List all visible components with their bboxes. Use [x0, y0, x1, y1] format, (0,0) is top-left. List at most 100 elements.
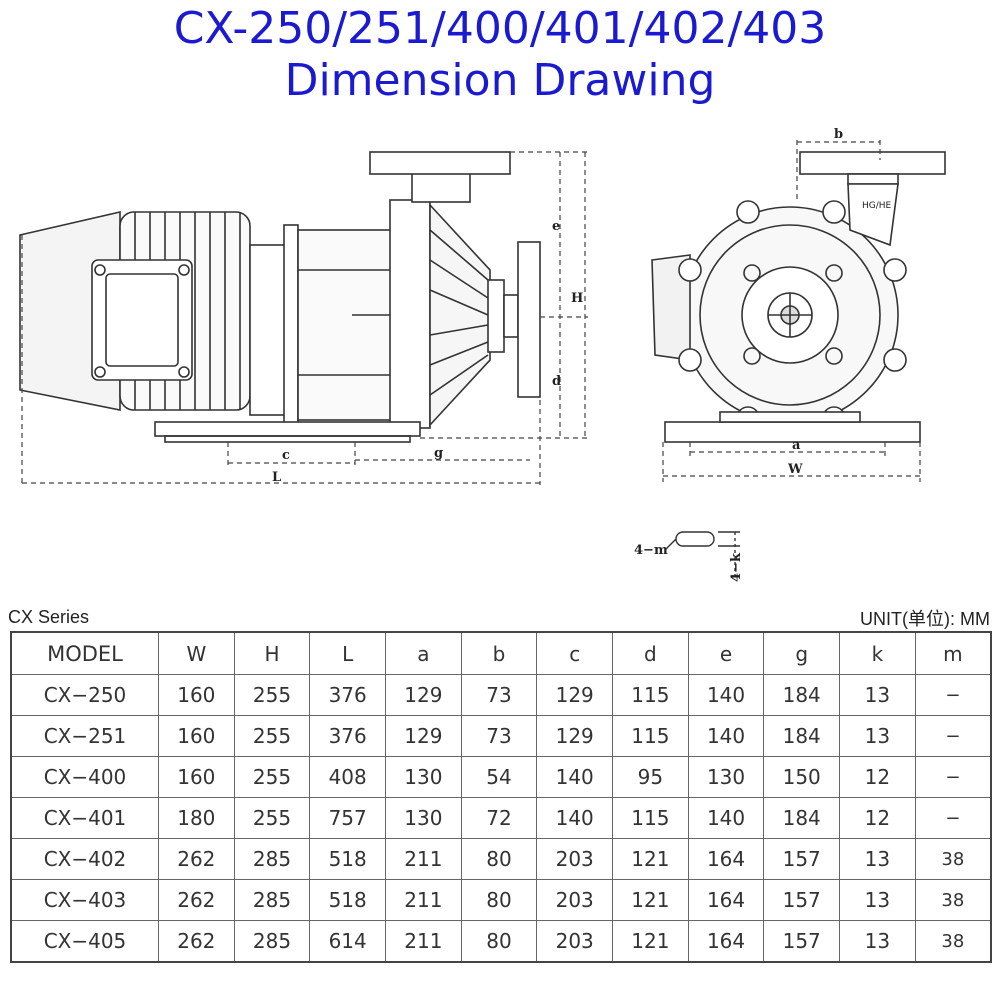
cell-c: 129 — [536, 715, 614, 757]
cell-h: 285 — [233, 920, 311, 963]
cell-a: 211 — [385, 920, 462, 963]
cell-g: 157 — [763, 879, 841, 921]
cell-d: 95 — [612, 756, 689, 798]
cell-model: CX−405 — [10, 920, 159, 963]
side-dimension-lines — [21, 151, 590, 485]
cell-model: CX−401 — [10, 797, 159, 839]
cell-e: 140 — [687, 715, 765, 757]
table-header-row: MODEL W H L a b c d e g k m — [10, 631, 992, 675]
cell-e: 140 — [687, 797, 765, 839]
cell-l: 614 — [309, 920, 387, 963]
table-row: CX−402 262 285 518 211 80 203 121 164 15… — [10, 838, 992, 880]
cell-c: 203 — [536, 920, 614, 963]
cell-w: 160 — [158, 674, 235, 716]
cell-w: 160 — [158, 756, 235, 798]
cell-k: 13 — [839, 715, 916, 757]
cell-b: 54 — [460, 756, 538, 798]
front-view — [651, 151, 946, 443]
cell-k: 13 — [839, 879, 916, 921]
cell-b: 72 — [460, 797, 538, 839]
slot-detail — [664, 531, 740, 580]
dimension-table: MODEL W H L a b c d e g k m CX−250 160 2… — [10, 631, 992, 963]
cell-l: 376 — [309, 674, 387, 716]
cell-a: 129 — [385, 674, 462, 716]
cell-b: 73 — [460, 715, 538, 757]
series-label: CX Series — [8, 607, 90, 627]
cell-model: CX−400 — [10, 756, 159, 798]
front-dimension-lines — [662, 140, 921, 482]
cell-c: 203 — [536, 879, 614, 921]
cell-d: 115 — [612, 674, 689, 716]
cell-w: 262 — [158, 920, 235, 963]
cell-l: 518 — [309, 879, 387, 921]
col-header-h: H — [233, 631, 311, 675]
table-row: CX−405 262 285 614 211 80 203 121 164 15… — [10, 920, 992, 963]
unit-label: UNIT(单位): MM — [860, 609, 990, 629]
col-header-m: m — [914, 631, 992, 675]
dim-label-e: e — [552, 219, 560, 234]
cell-model: CX−250 — [10, 674, 159, 716]
cell-d: 115 — [612, 715, 689, 757]
table-row: CX−401 180 255 757 130 72 140 115 140 18… — [10, 797, 992, 839]
cell-k: 13 — [839, 674, 916, 716]
cell-l: 408 — [309, 756, 387, 798]
cell-b: 80 — [460, 838, 538, 880]
cell-w: 262 — [158, 838, 235, 880]
dim-label-m: 4−m — [634, 543, 668, 558]
dim-label-a: a — [792, 438, 801, 453]
dim-label-L: L — [272, 470, 281, 485]
col-header-k: k — [839, 631, 916, 675]
page-title: CX-250/251/400/401/402/403 — [173, 3, 827, 54]
cell-c: 203 — [536, 838, 614, 880]
cell-l: 518 — [309, 838, 387, 880]
cell-e: 164 — [687, 838, 765, 880]
dim-label-H: H — [571, 291, 583, 306]
cell-k: 12 — [839, 797, 916, 839]
cell-c: 140 — [536, 756, 614, 798]
cell-m: 38 — [914, 838, 992, 880]
cell-l: 757 — [309, 797, 387, 839]
cell-k: 13 — [839, 838, 916, 880]
col-header-d: d — [612, 631, 689, 675]
cell-d: 115 — [612, 797, 689, 839]
cell-g: 157 — [763, 838, 841, 880]
cell-m: − — [914, 797, 992, 839]
table-row: CX−400 160 255 408 130 54 140 95 130 150… — [10, 756, 992, 798]
cell-e: 130 — [687, 756, 765, 798]
cell-a: 211 — [385, 879, 462, 921]
table-row: CX−250 160 255 376 129 73 129 115 140 18… — [10, 674, 992, 716]
dim-label-c: c — [282, 448, 290, 463]
side-view — [19, 151, 541, 443]
col-header-e: e — [687, 631, 765, 675]
cell-h: 285 — [233, 879, 311, 921]
cell-h: 255 — [233, 756, 311, 798]
cell-g: 157 — [763, 920, 841, 963]
dim-label-g: g — [434, 446, 443, 461]
cell-a: 130 — [385, 797, 462, 839]
cell-g: 184 — [763, 715, 841, 757]
dimension-drawing: e H d c g L HG/HE — [19, 127, 946, 582]
col-header-a: a — [385, 631, 462, 675]
cell-k: 13 — [839, 920, 916, 963]
cell-model: CX−251 — [10, 715, 159, 757]
col-header-model: MODEL — [10, 631, 159, 675]
cell-d: 121 — [612, 920, 689, 963]
cell-e: 164 — [687, 879, 765, 921]
cell-l: 376 — [309, 715, 387, 757]
hub-marking: HG/HE — [862, 201, 892, 211]
cell-g: 150 — [763, 756, 841, 798]
cell-b: 80 — [460, 920, 538, 963]
cell-h: 255 — [233, 715, 311, 757]
cell-c: 140 — [536, 797, 614, 839]
cell-m: 38 — [914, 879, 992, 921]
cell-w: 160 — [158, 715, 235, 757]
cell-h: 255 — [233, 797, 311, 839]
col-header-w: W — [158, 631, 235, 675]
cell-model: CX−403 — [10, 879, 159, 921]
cell-d: 121 — [612, 838, 689, 880]
cell-m: − — [914, 715, 992, 757]
cell-e: 140 — [687, 674, 765, 716]
cell-c: 129 — [536, 674, 614, 716]
dim-label-k: 4−k — [729, 552, 744, 582]
page-subtitle: Dimension Drawing — [284, 55, 716, 106]
